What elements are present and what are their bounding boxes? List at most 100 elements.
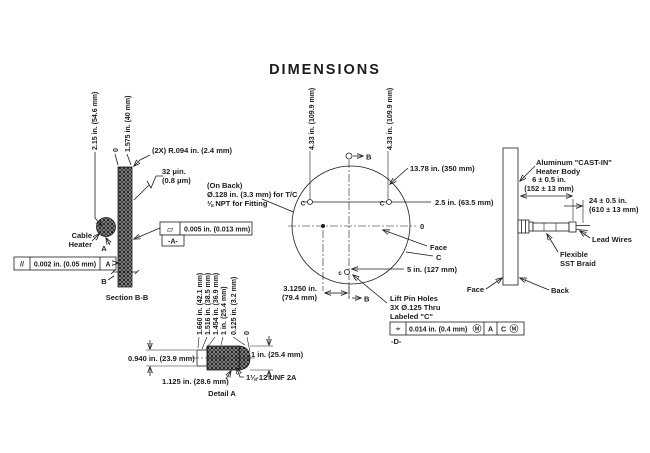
- diameter-dim: 13.78 in. (350 mm): [410, 164, 475, 173]
- leader-line: [353, 275, 388, 304]
- material-modifier-m2: M: [512, 327, 517, 333]
- braid-coupling: [568, 221, 577, 233]
- side-view: Aluminum "CAST-IN" Heater Body 6 ± 0.5 i…: [467, 147, 639, 295]
- detail-a-view: 1.660 in. (42.1 mm) 1.516 in. (38.5 mm) …: [128, 273, 304, 398]
- detail-a-arrow-label: A: [101, 244, 107, 253]
- surface-finish-icon: [146, 175, 163, 189]
- dim-plate-thickness: 1.575 in. (40 mm): [125, 96, 132, 152]
- datum-a-flag: -A-: [168, 239, 178, 246]
- fitting-nut: [517, 219, 530, 234]
- c-label: C: [436, 253, 442, 262]
- position-datum-a: A: [488, 327, 493, 334]
- flatness-icon: ▱: [167, 224, 174, 234]
- leader-line: [232, 336, 246, 346]
- leader-line: [580, 231, 591, 239]
- surface-finish-value: 32 μin.: [162, 167, 186, 176]
- parallelism-fcf: // 0.002 in. (0.05 mm) A: [13, 256, 118, 271]
- leader-line: [226, 371, 231, 380]
- side-back-label: Back: [551, 286, 570, 295]
- heater-face-circle: [291, 165, 411, 285]
- side-face-label: Face: [467, 285, 484, 294]
- fcf-frame: [159, 221, 253, 236]
- bolt-x-left-dim: 4.33 in. (109.9 mm): [309, 88, 316, 150]
- leader-line: [220, 336, 224, 346]
- leader-line: [107, 275, 115, 281]
- lead-wires-label: Lead Wires: [592, 235, 632, 244]
- braid-label-2: SST Braid: [560, 259, 596, 268]
- heater-body-label-2: Heater Body: [536, 167, 581, 176]
- material-modifier-circle: [509, 324, 519, 333]
- tip-dia-dim: 1 in. (25.4 mm): [251, 350, 304, 359]
- datum-a-frame: [161, 234, 185, 247]
- leader-line: [547, 234, 559, 253]
- position-icon: ⌖: [396, 324, 401, 334]
- bolt-x-right-dim: 4.33 in. (109.9 mm): [387, 88, 394, 150]
- corner-radius-note: (2X) R.094 in. (2.4 mm): [152, 146, 233, 155]
- thread-length-dim: 1.125 in. (28.6 mm): [162, 377, 229, 386]
- lift-pin-note-2: 3X Ø.125 Thru: [390, 303, 441, 312]
- heater-body-label-1: Aluminum "CAST-IN": [536, 158, 612, 167]
- leader-line: [520, 165, 536, 181]
- lift-pin-note-3: Labeled "C": [390, 312, 433, 321]
- cable-heater-label-2: Heater: [69, 240, 92, 249]
- cable-heater-label-1: Cable: [72, 231, 92, 240]
- dim-plate-height: 2.15 in. (54.6 mm): [92, 92, 99, 150]
- lift-pin-hole-bottom: [344, 269, 350, 275]
- flatness-value: 0.005 in. (0.013 mm): [184, 227, 250, 234]
- detail-dim-0: 1.660 in. (42.1 mm): [197, 273, 204, 335]
- material-modifier-m1: M: [475, 327, 480, 333]
- detail-dim-3: 1 in. (25.4 mm): [221, 286, 228, 335]
- wire-length-dim-2: (610 ± 13 mm): [589, 205, 639, 214]
- leader-line: [133, 184, 150, 201]
- cable-heater-section-circle: [96, 217, 116, 237]
- detail-dim-1: 1.516 in. (38.5 mm): [205, 273, 212, 335]
- detail-dim-5: 0: [244, 331, 251, 335]
- datum-b-target: [345, 152, 353, 160]
- on-back-note-3: ⅛ NPT for Fitting: [207, 199, 268, 208]
- datum-b-bottom-label: B: [364, 295, 370, 304]
- thread-spec: 1⅛-12 UNF 2A: [246, 373, 297, 382]
- lift-pin-hole-left: [307, 199, 313, 205]
- section-bb-caption: Section B-B: [106, 293, 149, 302]
- heater-body-plate: [502, 147, 519, 286]
- parallelism-icon: //: [20, 262, 24, 269]
- tick: [110, 269, 116, 275]
- detail-dim-4: 0.125 in. (3.2 mm): [231, 277, 238, 335]
- leader-line: [201, 336, 208, 350]
- leader-line: [246, 336, 251, 353]
- hole-c-right-label: C: [380, 201, 385, 208]
- braid-length-dim-1: 6 ± 0.5 in.: [532, 175, 566, 184]
- section-plate-bar: [117, 166, 133, 288]
- detail-a-caption: Detail A: [208, 389, 236, 398]
- leader-line: [405, 251, 434, 257]
- face-view: 0 2.5 in. (63.5 mm) 4.33 in. (109.9 mm) …: [282, 88, 525, 346]
- position-fcf: ⌖ 0.014 in. (0.4 mm) M A C M: [389, 321, 525, 336]
- leader-line: [520, 278, 550, 291]
- ext-line: [126, 153, 132, 166]
- wire-length-dim-1: 24 ± 0.5 in.: [589, 196, 627, 205]
- fitting-collar: [528, 221, 534, 232]
- braid-length-dim-2: (152 ± 13 mm): [524, 184, 574, 193]
- bolt-y-dim: 2.5 in. (63.5 mm): [435, 198, 494, 207]
- section-arrow-b-label: B: [101, 277, 107, 286]
- face-label: Face: [430, 243, 447, 252]
- tick: [134, 269, 140, 275]
- leader-line: [205, 336, 216, 350]
- leader-line: [383, 230, 428, 247]
- tc-hole: [321, 224, 325, 228]
- leader-line: [485, 278, 502, 290]
- detail-dim-2: 1.454 in. (36.9 mm): [213, 273, 220, 335]
- lead-wire: [575, 229, 589, 231]
- tc-offset-dim-2: (79.4 mm): [282, 293, 318, 302]
- datum-b-top-label: B: [366, 153, 372, 162]
- fcf-frame: [389, 321, 525, 336]
- on-back-note-1: (On Back): [207, 181, 243, 190]
- flatness-fcf: ▱ 0.005 in. (0.013 mm) -A-: [134, 221, 253, 247]
- braid-label-1: Flexible: [560, 250, 588, 259]
- lift-pin-note-1: Lift Pin Holes: [390, 294, 438, 303]
- hole-c-left-label: C: [301, 201, 306, 208]
- leader-line: [106, 238, 110, 246]
- section-bb-view: 2.15 in. (54.6 mm) 0 1.575 in. (40 mm) (…: [13, 92, 320, 302]
- sst-braid-tube: [532, 222, 570, 232]
